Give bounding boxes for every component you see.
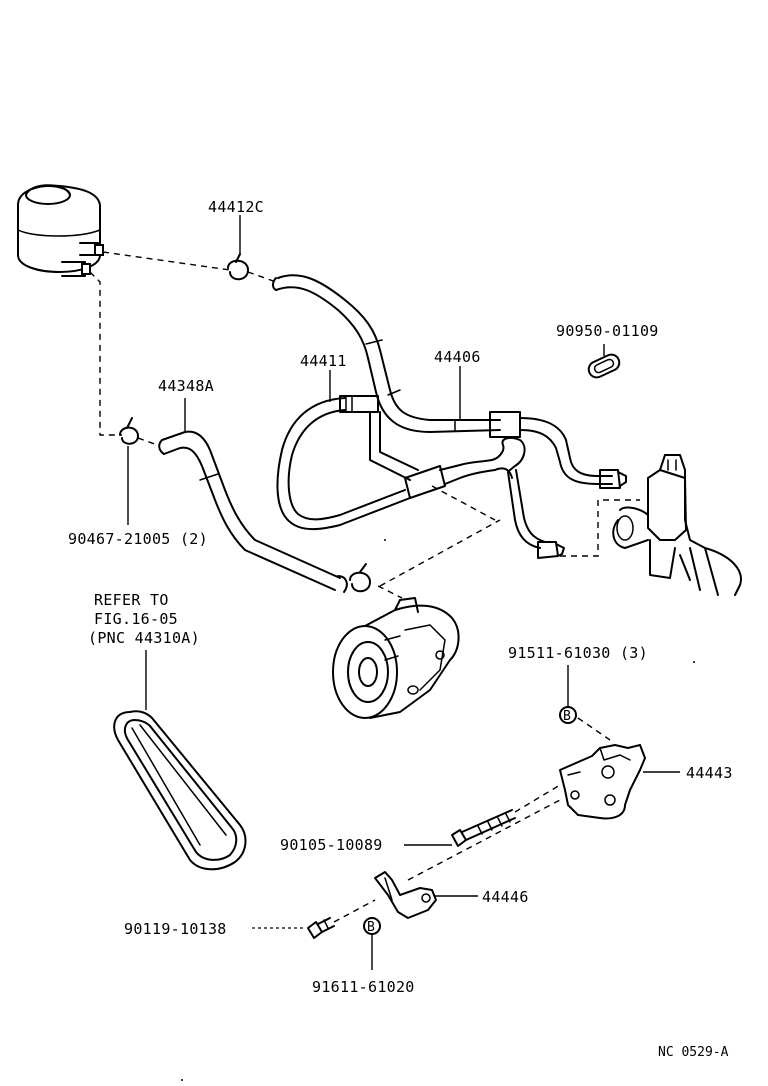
svg-text:B: B	[367, 920, 375, 935]
label-90105: 90105-10089	[280, 836, 383, 854]
label-refer-line3: (PNC 44310A)	[88, 629, 200, 647]
label-44446: 44446	[482, 888, 529, 906]
bolt-91511[interactable]: B	[559, 706, 577, 724]
label-44412c: 44412C	[208, 198, 264, 216]
label-91611: 91611-61020	[312, 978, 415, 996]
label-44443: 44443	[686, 764, 733, 782]
svg-text:B: B	[563, 709, 571, 724]
steering-gear-housing[interactable]	[612, 454, 742, 596]
label-refer-line2: FIG.16-05	[94, 610, 178, 628]
label-refer-line1: REFER TO	[94, 591, 169, 609]
label-44406: 44406	[434, 348, 481, 366]
label-90119: 90119-10138	[124, 920, 227, 938]
v-belt[interactable]	[113, 710, 247, 871]
power-steering-pump[interactable]	[332, 597, 460, 719]
clamp-90467-lower[interactable]	[349, 563, 371, 593]
suction-hose-44348a[interactable]	[158, 430, 348, 593]
clamp-44412c[interactable]	[227, 253, 249, 281]
pressure-hose-44411[interactable]	[276, 395, 565, 559]
bracket-44443[interactable]	[559, 744, 646, 820]
label-90950: 90950-01109	[556, 322, 659, 340]
o-ring-90950[interactable]	[586, 352, 622, 380]
bolt-90119[interactable]	[307, 917, 335, 939]
label-44411: 44411	[300, 352, 347, 370]
bracket-44446[interactable]	[374, 871, 437, 919]
reservoir-tank[interactable]	[17, 184, 104, 277]
label-90467: 90467-21005 (2)	[68, 530, 208, 548]
label-44348a: 44348A	[158, 377, 214, 395]
nut-91611[interactable]: B	[363, 917, 381, 935]
diagram-reference-code: NC 0529-A	[658, 1045, 729, 1060]
label-91511: 91511-61030 (3)	[508, 644, 648, 662]
clamp-90467-upper[interactable]	[119, 417, 139, 445]
return-hose-44406[interactable]	[272, 274, 627, 489]
bolt-90105[interactable]	[451, 809, 516, 847]
